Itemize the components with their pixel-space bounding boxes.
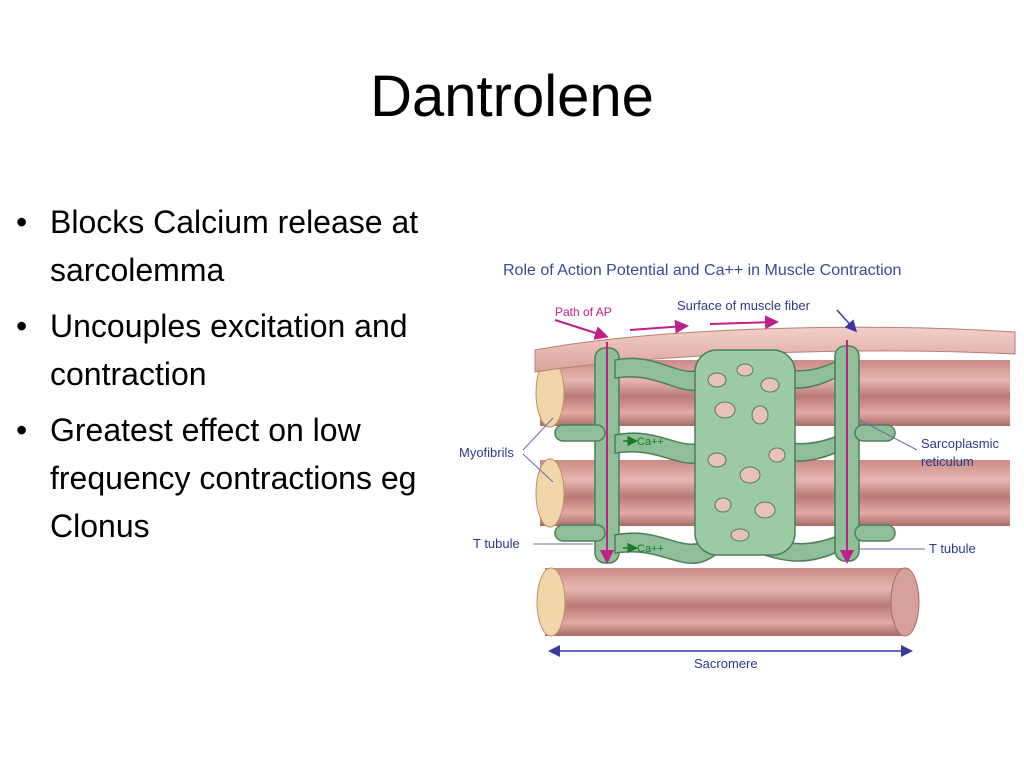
ap-arrow-2: [629, 319, 689, 334]
figure-heading: Role of Action Potential and Ca++ in Mus…: [503, 262, 901, 279]
myofibrils-pointer-1: [522, 417, 554, 451]
ca-label-bottom: Ca++: [637, 543, 664, 555]
sarcoplasmic-pointer: [859, 419, 918, 451]
bullet-item: • Uncouples excitation and contraction: [16, 302, 456, 398]
bullet-list: • Blocks Calcium release at sarcolemma •…: [16, 198, 456, 558]
bullet-text: Greatest effect on low frequency contrac…: [50, 412, 417, 544]
myofibril-lower: [536, 567, 920, 637]
bullet-text: Blocks Calcium release at sarcolemma: [50, 204, 419, 288]
sarcoplasmic-label-line1: Sarcoplasmic: [921, 436, 1000, 451]
t-tubule-left-label: T tubule: [473, 536, 520, 551]
sarcomere-label: Sacromere: [694, 656, 758, 671]
ap-arrow-1: [554, 319, 609, 340]
path-of-ap-label: Path of AP: [555, 305, 612, 319]
bullet-text: Uncouples excitation and contraction: [50, 308, 408, 392]
myofibrils-pointer-2: [522, 453, 554, 483]
myofibrils-label: Myofibrils: [459, 445, 514, 460]
muscle-contraction-figure: Role of Action Potential and Ca++ in Mus…: [455, 250, 1024, 690]
bullet-item: • Greatest effect on low frequency contr…: [16, 406, 456, 550]
bullet-icon: •: [16, 204, 28, 240]
bullet-icon: •: [16, 308, 28, 344]
t-tubule-right-label: T tubule: [929, 541, 976, 556]
ca-label-top: Ca++: [637, 436, 664, 448]
sarcoplasmic-label-line2: reticulum: [921, 454, 974, 469]
surface-arrow: [836, 309, 858, 333]
muscle-diagram: Role of Action Potential and Ca++ in Mus…: [459, 262, 1016, 671]
bullet-item: • Blocks Calcium release at sarcolemma: [16, 198, 456, 294]
surface-label: Surface of muscle fiber: [677, 298, 811, 313]
bullet-icon: •: [16, 412, 28, 448]
ap-arrow-3: [709, 315, 779, 330]
slide-title: Dantrolene: [370, 64, 654, 129]
reticulum-holes: [707, 363, 786, 542]
